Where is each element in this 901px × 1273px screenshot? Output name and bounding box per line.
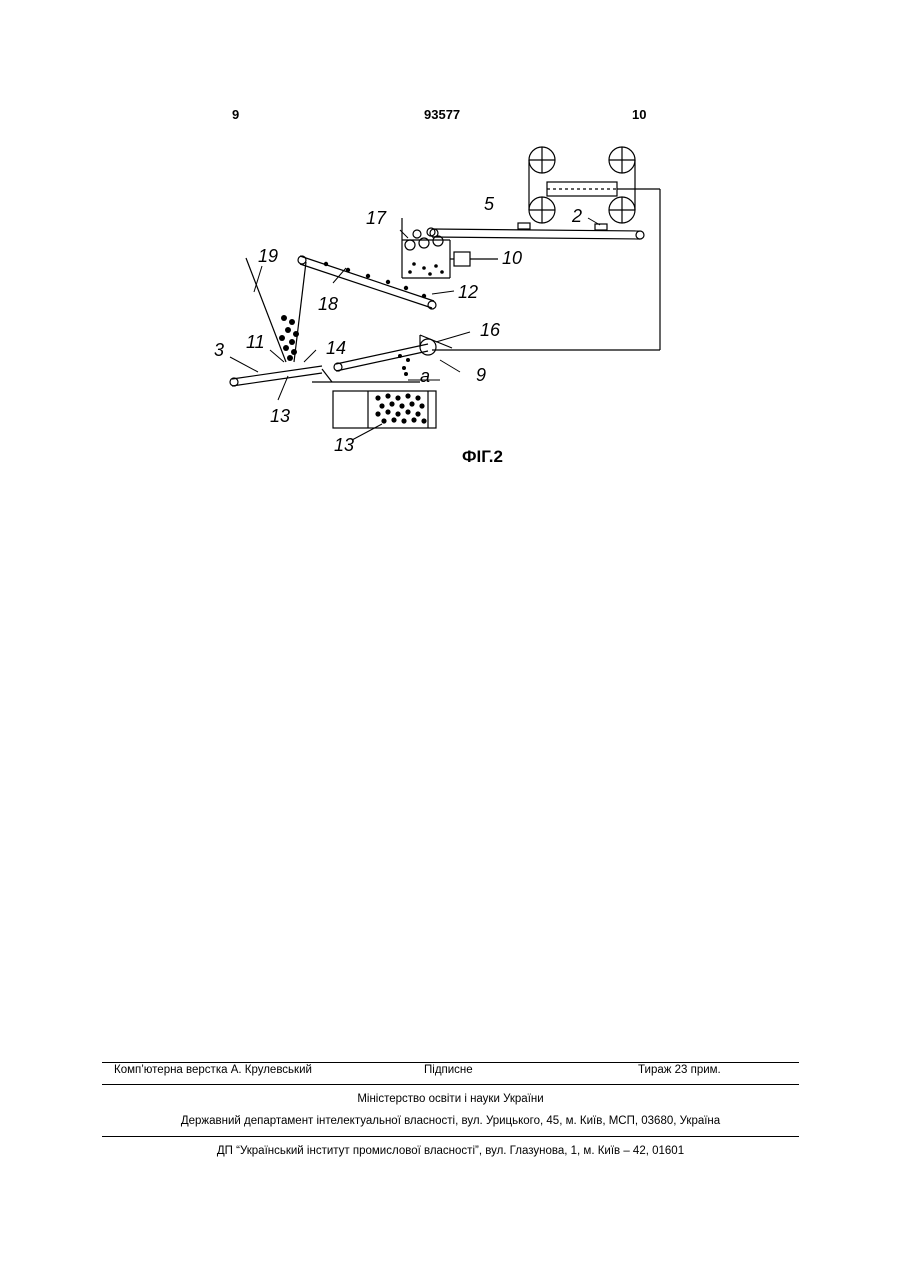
footer-rule-middle	[102, 1084, 799, 1085]
conveyor-9	[334, 335, 452, 371]
label-17: 17	[366, 208, 387, 228]
label-11: 11	[246, 332, 265, 352]
label-5: 5	[484, 194, 495, 214]
footer-signed: Підписне	[424, 1064, 473, 1076]
footer-ministry: Міністерство освіти і науки України	[102, 1093, 799, 1105]
footer-department: Державний департамент інтелектуальної вл…	[102, 1115, 799, 1127]
footer-rule-top	[102, 1062, 799, 1063]
label-13-top: 13	[270, 406, 290, 426]
label-18: 18	[318, 294, 338, 314]
figure-caption: ФІГ.2	[462, 447, 503, 466]
label-19: 19	[258, 246, 278, 266]
label-9: 9	[476, 365, 486, 385]
conveyor-5	[430, 223, 644, 239]
conveyor-3	[230, 366, 420, 386]
label-3: 3	[214, 340, 224, 360]
label-14: 14	[326, 338, 346, 358]
upper-drive-unit	[432, 147, 660, 350]
footer-layout-credit: Комп’ютерна верстка А. Крулевський	[114, 1064, 312, 1076]
crusher-unit	[402, 218, 498, 278]
label-13-bottom: 13	[334, 435, 354, 455]
footer-circulation: Тираж 23 прим.	[638, 1064, 721, 1076]
footer-institute: ДП “Український інститут промислової вла…	[102, 1145, 799, 1157]
label-10: 10	[502, 248, 522, 268]
label-2: 2	[571, 206, 582, 226]
material-particles	[279, 262, 444, 424]
label-12: 12	[458, 282, 478, 302]
label-16: 16	[480, 320, 501, 340]
footer-rule-bottom	[102, 1136, 799, 1137]
patent-figure-drawing: 17 5 2 10 19 18 12 16 11 14 3 9 a 13 13 …	[0, 0, 901, 480]
label-a: a	[420, 366, 430, 386]
